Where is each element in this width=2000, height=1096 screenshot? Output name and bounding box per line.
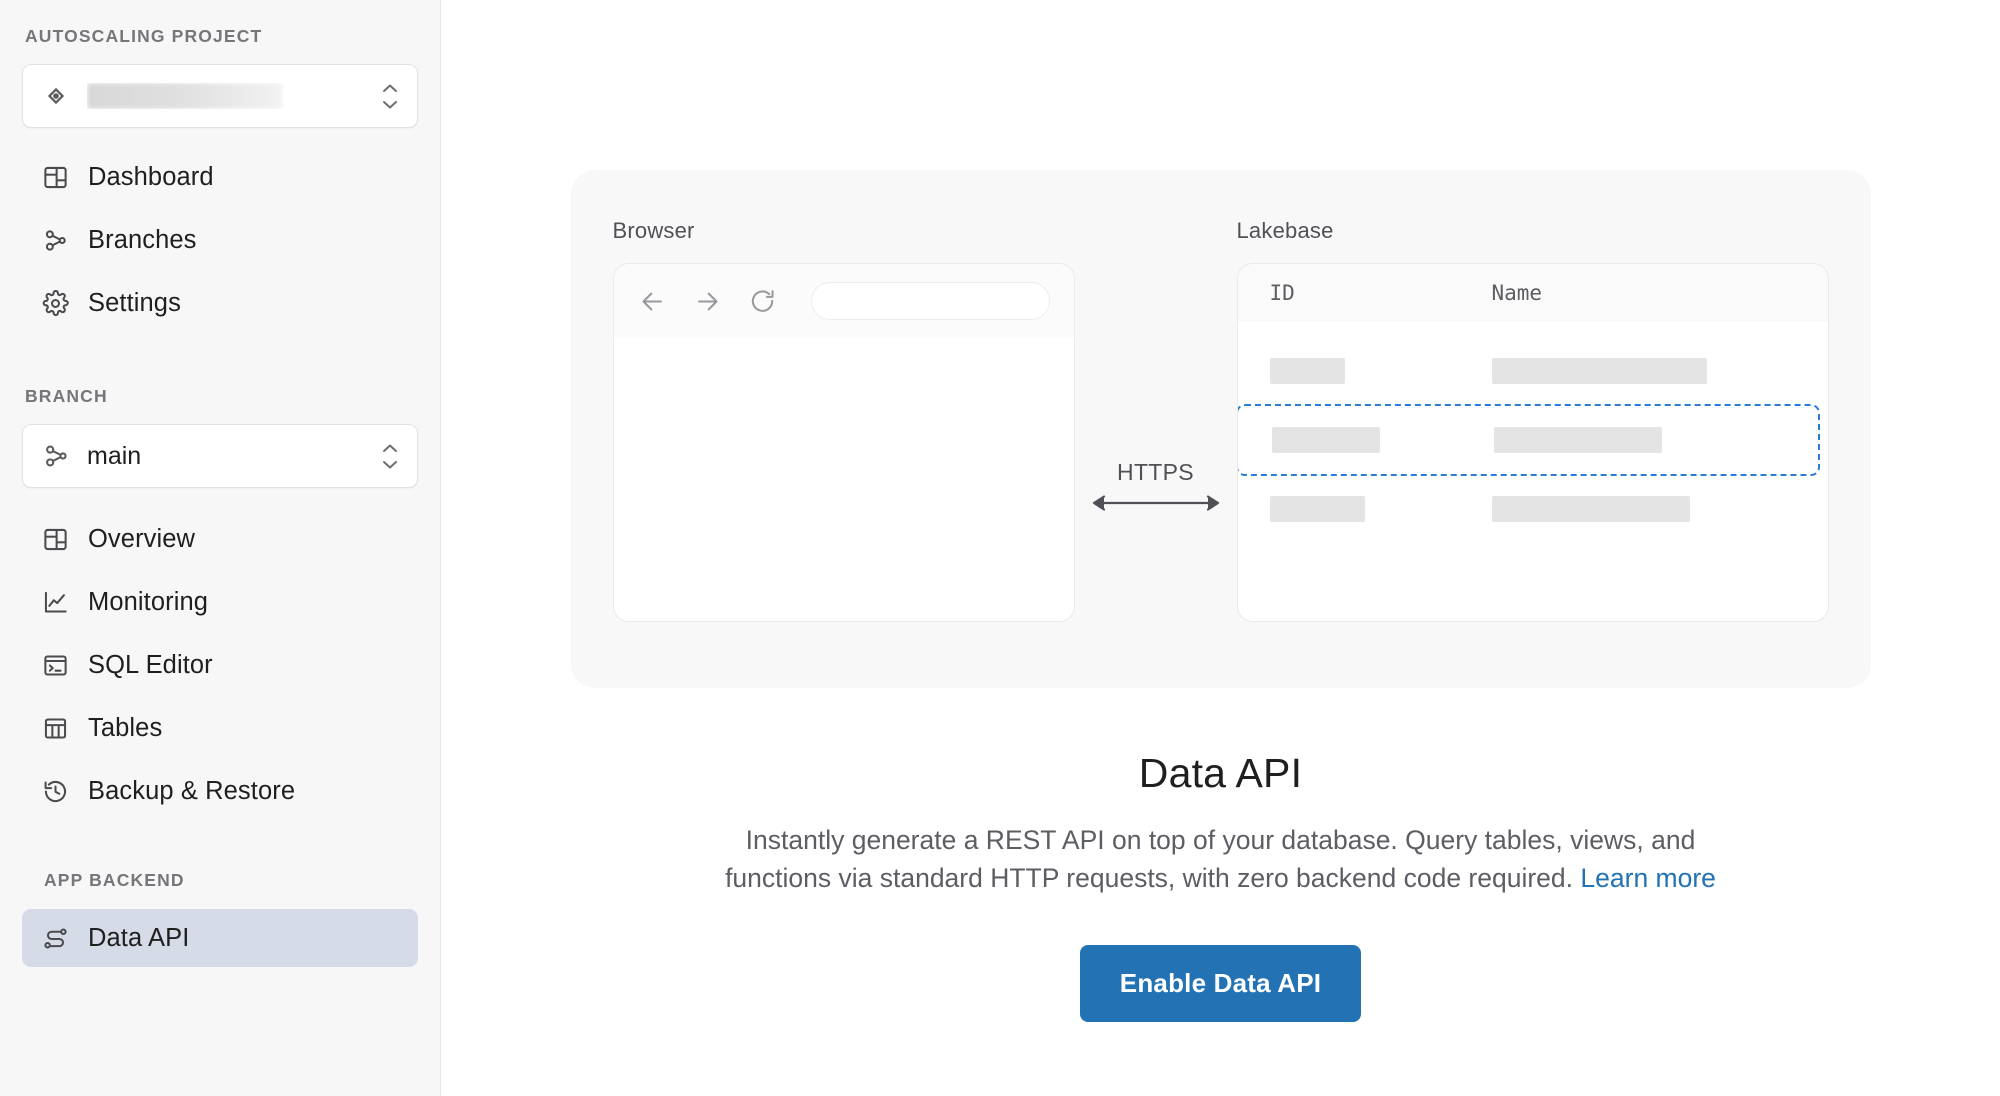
branch-icon — [40, 225, 70, 255]
cell-placeholder-id — [1271, 427, 1380, 453]
redacted-project-name — [87, 83, 282, 109]
sidebar-item-label: Backup & Restore — [88, 776, 296, 805]
https-connector: HTTPS — [1081, 459, 1231, 519]
sidebar-item-data-api[interactable]: Data API — [22, 909, 418, 967]
chart-line-icon — [40, 587, 70, 617]
lakebase-illustration: Lakebase ID Name — [1236, 218, 1829, 622]
history-icon — [40, 776, 70, 806]
table-header-row: ID Name — [1237, 264, 1828, 322]
sidebar-item-dashboard[interactable]: Dashboard — [22, 148, 418, 206]
chevron-updown-icon — [379, 443, 401, 470]
cell-placeholder-name — [1491, 358, 1707, 384]
main-content: Browser — [441, 0, 2000, 1096]
sidebar-item-label: Data API — [88, 923, 190, 952]
illustration-panel: Browser — [570, 170, 1871, 688]
project-nav: Dashboard Branches Settin — [22, 148, 418, 332]
project-selector[interactable] — [22, 64, 418, 128]
sidebar-item-label: Tables — [88, 713, 163, 742]
project-selector-value — [87, 83, 379, 109]
sidebar-item-overview[interactable]: Overview — [22, 510, 418, 568]
browser-illustration: Browser — [612, 218, 1075, 622]
dashboard-icon — [40, 524, 70, 554]
sidebar-item-monitoring[interactable]: Monitoring — [22, 573, 418, 631]
sidebar-item-sql-editor[interactable]: SQL Editor — [22, 636, 418, 694]
sidebar-item-label: Monitoring — [88, 587, 209, 616]
sidebar-item-branches[interactable]: Branches — [22, 211, 418, 269]
lakebase-caption: Lakebase — [1236, 218, 1334, 243]
browser-viewport — [613, 338, 1074, 621]
page-description-text: Instantly generate a REST API on top of … — [725, 825, 1696, 894]
sidebar-item-backup-restore[interactable]: Backup & Restore — [22, 762, 418, 820]
browser-caption: Browser — [612, 218, 695, 243]
double-arrow-icon — [1092, 495, 1219, 511]
branch-icon — [41, 441, 71, 471]
back-arrow-icon[interactable] — [638, 287, 667, 316]
column-header-name: Name — [1491, 281, 1543, 305]
table-body — [1237, 322, 1828, 542]
chevron-updown-icon — [379, 83, 401, 110]
terminal-icon — [40, 650, 70, 680]
browser-toolbar — [613, 264, 1074, 338]
cell-placeholder-id — [1269, 496, 1365, 522]
forward-arrow-icon[interactable] — [693, 287, 722, 316]
sidebar-item-settings[interactable]: Settings — [22, 274, 418, 332]
table-row — [1238, 476, 1828, 542]
table-row-highlighted — [1237, 404, 1820, 476]
sidebar-item-label: SQL Editor — [88, 650, 213, 679]
branch-selector[interactable]: main — [22, 424, 418, 488]
empty-state-copy: Data API Instantly generate a REST API o… — [501, 750, 1940, 1023]
enable-data-api-button[interactable]: Enable Data API — [1079, 945, 1362, 1023]
sidebar-item-tables[interactable]: Tables — [22, 699, 418, 757]
cta-container: Enable Data API — [501, 945, 1940, 1023]
branch-selector-value: main — [87, 441, 142, 470]
browser-mock — [612, 263, 1075, 622]
sidebar-item-label: Branches — [88, 225, 197, 254]
table-icon — [40, 713, 70, 743]
sidebar-item-label: Overview — [88, 524, 196, 553]
browser-url-bar[interactable] — [810, 282, 1050, 320]
column-header-id: ID — [1269, 281, 1295, 305]
branch-section-label: BRANCH — [25, 386, 108, 406]
backend-nav: Data API — [22, 909, 418, 967]
reload-icon[interactable] — [748, 287, 777, 316]
learn-more-link[interactable]: Learn more — [1580, 863, 1716, 894]
page-description: Instantly generate a REST API on top of … — [718, 821, 1723, 897]
table-row — [1238, 338, 1828, 404]
sidebar-item-label: Dashboard — [88, 162, 214, 191]
project-icon — [41, 81, 71, 111]
cell-placeholder-id — [1269, 358, 1345, 384]
cell-placeholder-name — [1491, 496, 1690, 522]
sidebar-item-label: Settings — [88, 288, 181, 317]
dashboard-icon — [40, 162, 70, 192]
lakebase-table-mock: ID Name — [1236, 263, 1829, 622]
page-title: Data API — [1138, 750, 1303, 796]
gear-icon — [40, 288, 70, 318]
branch-nav: Overview Monitoring SQL Editor — [22, 510, 418, 820]
https-label: HTTPS — [1117, 459, 1194, 485]
sidebar: AUTOSCALING PROJECT — [0, 0, 441, 1096]
data-api-icon — [40, 923, 70, 953]
project-section-label: AUTOSCALING PROJECT — [25, 26, 263, 46]
cell-placeholder-name — [1493, 427, 1662, 453]
backend-section-label: APP BACKEND — [44, 870, 185, 890]
